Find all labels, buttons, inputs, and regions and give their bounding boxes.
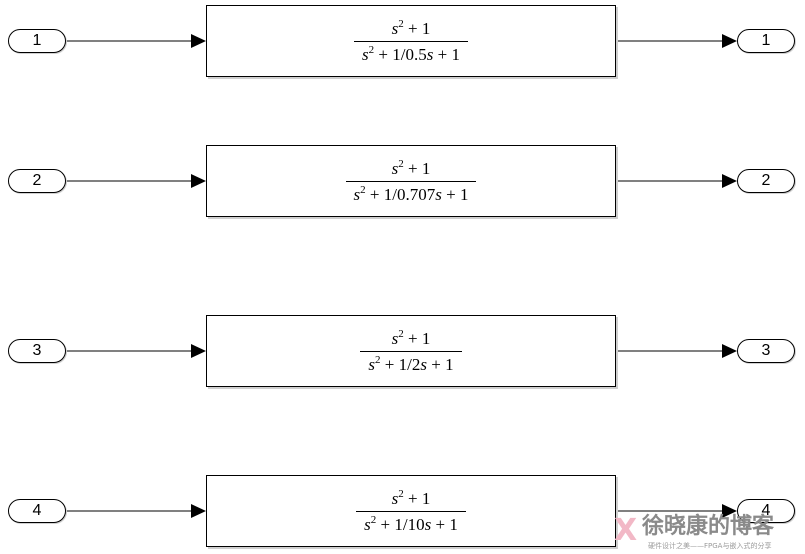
- outport-1[interactable]: 1: [737, 29, 795, 53]
- fraction-bar-2: [345, 180, 477, 182]
- denominator-1: s2 + 1/0.5s + 1: [362, 43, 460, 64]
- numerator-4: s2 + 1: [391, 487, 431, 508]
- inport-1[interactable]: 1: [8, 29, 66, 53]
- transfer-function-1: s2 + 1 s2 + 1/0.5s + 1: [354, 17, 468, 64]
- denominator-3: s2 + 1/2s + 1: [368, 353, 454, 374]
- arrowhead-2-in: [191, 174, 206, 188]
- transfer-function-3: s2 + 1 s2 + 1/2s + 1: [360, 327, 462, 374]
- outport-3[interactable]: 3: [737, 339, 795, 363]
- fraction-bar-1: [354, 40, 468, 42]
- transfer-function-4: s2 + 1 s2 + 1/10s + 1: [356, 487, 466, 534]
- watermark-subtitle: 硬件设计之美——FPGA与嵌入式的分享: [648, 542, 772, 550]
- arrowhead-1-out: [722, 34, 737, 48]
- fraction-bar-3: [360, 350, 462, 352]
- arrowhead-3-in: [191, 344, 206, 358]
- denominator-2: s2 + 1/0.707s + 1: [353, 183, 469, 204]
- arrowhead-2-out: [722, 174, 737, 188]
- transfer-fcn-block-1[interactable]: s2 + 1 s2 + 1/0.5s + 1: [206, 5, 616, 77]
- arrowhead-4-out: [722, 504, 737, 518]
- arrowhead-1-in: [191, 34, 206, 48]
- numerator-3: s2 + 1: [391, 327, 431, 348]
- watermark: X 徐晓康的博客 硬件设计之美——FPGA与嵌入式的分享: [612, 514, 804, 554]
- inport-3[interactable]: 3: [8, 339, 66, 363]
- denominator-4: s2 + 1/10s + 1: [364, 513, 458, 534]
- numerator-1: s2 + 1: [391, 17, 431, 38]
- arrowhead-3-out: [722, 344, 737, 358]
- transfer-fcn-block-3[interactable]: s2 + 1 s2 + 1/2s + 1: [206, 315, 616, 387]
- transfer-fcn-block-2[interactable]: s2 + 1 s2 + 1/0.707s + 1: [206, 145, 616, 217]
- fraction-bar-4: [356, 510, 466, 512]
- arrowhead-4-in: [191, 504, 206, 518]
- transfer-function-2: s2 + 1 s2 + 1/0.707s + 1: [345, 157, 477, 204]
- inport-2[interactable]: 2: [8, 169, 66, 193]
- inport-4[interactable]: 4: [8, 499, 66, 523]
- watermark-title: 徐晓康的博客: [642, 514, 775, 539]
- watermark-logo-icon: X: [614, 513, 638, 548]
- outport-4[interactable]: 4: [737, 499, 795, 523]
- outport-2[interactable]: 2: [737, 169, 795, 193]
- transfer-fcn-block-4[interactable]: s2 + 1 s2 + 1/10s + 1: [206, 475, 616, 547]
- numerator-2: s2 + 1: [391, 157, 431, 178]
